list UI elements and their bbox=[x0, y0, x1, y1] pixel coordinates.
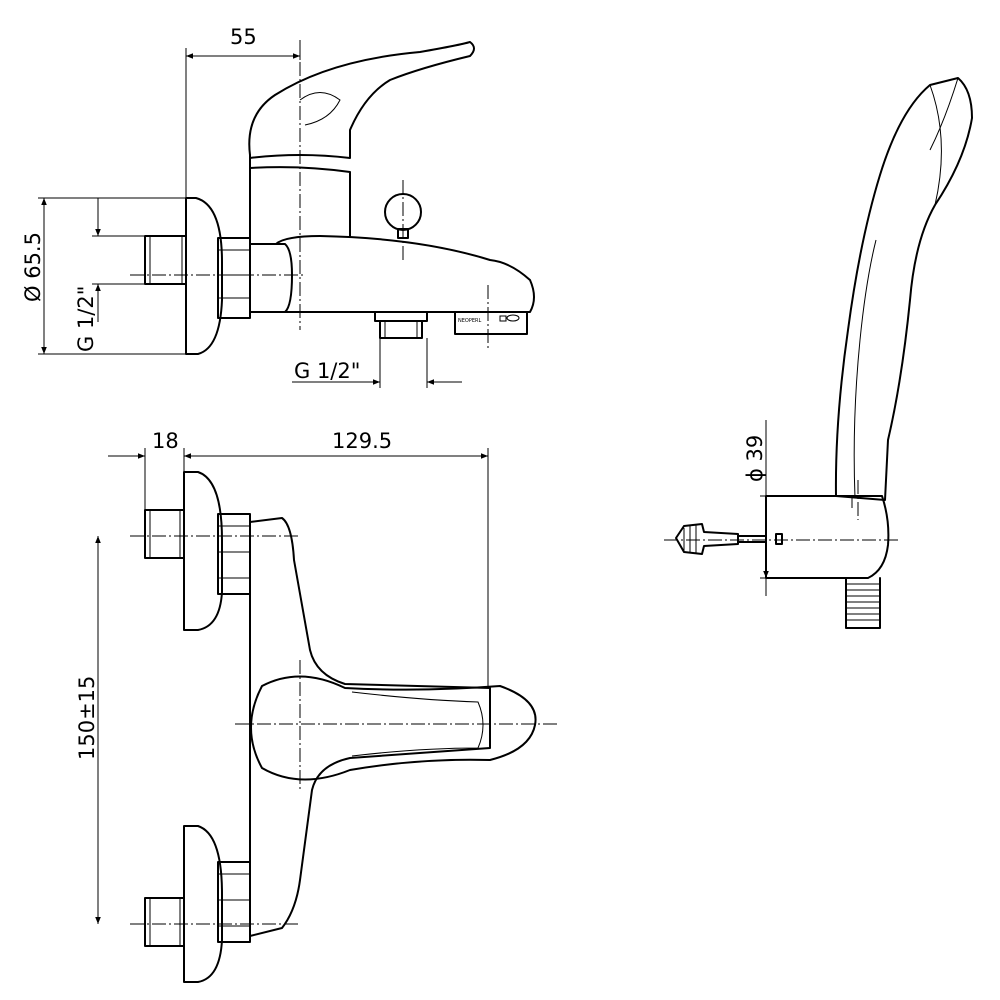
shower-holder bbox=[765, 495, 890, 579]
mixer-body-spout bbox=[249, 243, 293, 313]
dim-dia-39: ϕ 39 bbox=[743, 420, 769, 596]
inlet-thread bbox=[144, 235, 187, 285]
bottom-outlet-thread bbox=[374, 311, 428, 339]
dim-18-129: 18 129.5 bbox=[108, 429, 489, 686]
lower-rosette bbox=[183, 825, 223, 983]
dim-55-label: 55 bbox=[230, 25, 257, 49]
mixer-body-front bbox=[249, 517, 491, 937]
hand-shower-view bbox=[664, 77, 973, 629]
dim-18-label: 18 bbox=[152, 429, 179, 453]
dim-150: 150±15 bbox=[75, 536, 101, 924]
side-elevation-view: NEOPERL bbox=[130, 40, 535, 355]
lever-handle bbox=[248, 41, 475, 159]
upper-rosette bbox=[183, 471, 223, 631]
aerator-stamp: NEOPERL bbox=[454, 311, 528, 335]
shower-handle bbox=[834, 77, 973, 501]
dim-thread-bottom: G 1/2" bbox=[292, 338, 462, 388]
front-elevation-view bbox=[130, 471, 560, 983]
wall-rosette bbox=[185, 197, 223, 355]
dim-thread-bottom-label: G 1/2" bbox=[294, 359, 360, 383]
stamp-brand: NEOPERL bbox=[458, 318, 481, 324]
upper-inlet-thread bbox=[144, 509, 185, 559]
dim-129-label: 129.5 bbox=[332, 429, 392, 453]
dim-dia-65-label: Ø 65.5 bbox=[21, 232, 45, 302]
lever-front bbox=[250, 675, 537, 781]
dim-thread-side: G 1/2" bbox=[74, 198, 145, 352]
dim-dia-65: Ø 65.5 bbox=[21, 197, 186, 355]
spout bbox=[249, 167, 535, 313]
dim-thread-side-label: G 1/2" bbox=[74, 286, 98, 352]
dim-150-label: 150±15 bbox=[75, 676, 99, 760]
dim-55: 55 bbox=[185, 25, 301, 198]
shower-hose bbox=[845, 577, 881, 629]
dim-dia-39-label: ϕ 39 bbox=[743, 435, 767, 482]
lower-inlet-thread bbox=[144, 897, 185, 947]
